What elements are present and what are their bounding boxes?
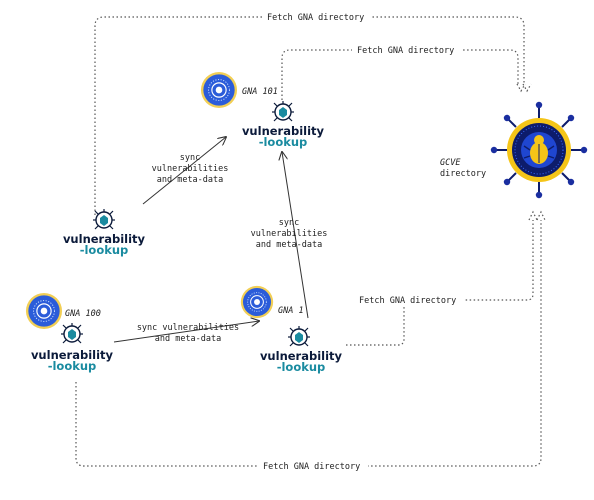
arrowhead-up-2	[536, 210, 546, 221]
vl-top-shield-icon	[271, 100, 295, 122]
vl-bottomleft-line2: -lookup	[48, 359, 97, 373]
vl-mid-line2: -lookup	[277, 360, 326, 374]
fetch-label-bg-3	[354, 294, 464, 306]
fetch-path-gna1	[346, 220, 534, 346]
fetch-label-bottom: Fetch GNA directory	[263, 462, 360, 472]
gna100-label: GNA 100	[65, 309, 101, 319]
fetch-label-gna1: Fetch GNA directory	[359, 296, 456, 306]
vl-left-line2: -lookup	[80, 243, 129, 257]
vl-top-line2: -lookup	[259, 135, 308, 149]
sync-label-b: sync vulnerabilities and meta-data	[251, 218, 328, 250]
gcve-label-line2: directory	[440, 169, 486, 179]
fetch-label-bg-1	[262, 11, 372, 23]
svg-text:vulnerabilities: vulnerabilities	[251, 229, 328, 239]
svg-text:and meta-data: and meta-data	[155, 334, 222, 344]
svg-text:vulnerabilities: vulnerabilities	[152, 164, 229, 174]
svg-text:and meta-data: and meta-data	[256, 240, 323, 250]
vl-top-line1: vulnerability	[242, 124, 325, 138]
fetch-label-top: Fetch GNA directory	[267, 13, 364, 23]
vl-bottomleft-line1: vulnerability	[31, 348, 114, 362]
sync-arrows	[113, 137, 309, 343]
sync-arrow-mid-to-top	[282, 152, 309, 319]
sync-label-c: sync vulnerabilities and meta-data	[137, 323, 239, 344]
svg-text:sync vulnerabilities: sync vulnerabilities	[137, 323, 239, 333]
vl-mid-line1: vulnerability	[260, 349, 343, 363]
vl-left-line1: vulnerability	[63, 232, 146, 246]
gcve-virus-icon	[490, 101, 588, 199]
fetch-path-gna100	[75, 220, 542, 467]
gna1-label: GNA 1	[278, 306, 304, 316]
sync-arrow-left-to-top	[142, 137, 226, 205]
arrowhead-down-2	[522, 83, 532, 93]
vl-bottomleft-shield-icon	[60, 322, 84, 344]
gna100-badge-icon	[25, 292, 63, 330]
gna1-badge-icon	[240, 285, 274, 319]
gna101-label: GNA 101	[242, 87, 278, 97]
svg-text:sync: sync	[279, 218, 299, 228]
arrowhead-up-1	[528, 210, 538, 221]
fetch-path-gna101	[281, 49, 519, 100]
vl-left-shield-icon	[92, 208, 116, 230]
gcve-label-line1: GCVE	[440, 158, 461, 168]
sync-arrow-bottomleft-to-mid	[113, 321, 259, 343]
arrowhead-down-1	[516, 83, 526, 93]
fetch-label-gna101: Fetch GNA directory	[357, 46, 454, 56]
svg-text:sync: sync	[180, 153, 200, 163]
gna101-badge-icon	[200, 71, 238, 109]
fetch-label-bg-4	[258, 460, 368, 472]
sync-label-a: sync vulnerabilities and meta-data	[152, 153, 229, 185]
svg-text:and meta-data: and meta-data	[157, 175, 224, 185]
vl-mid-shield-icon	[287, 325, 311, 347]
fetch-label-bg-2	[352, 44, 462, 56]
